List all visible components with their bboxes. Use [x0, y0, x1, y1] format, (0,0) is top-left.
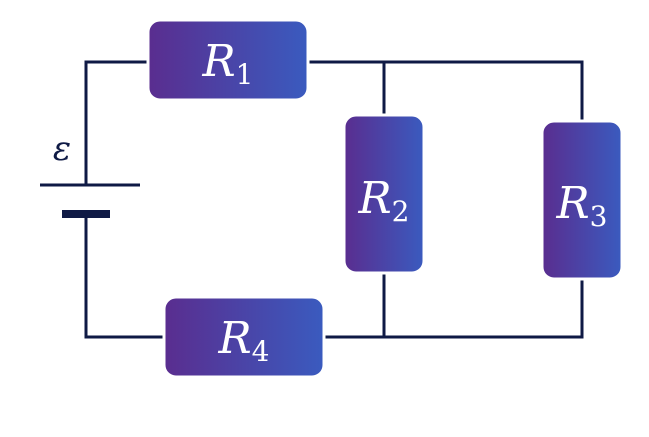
resistor-r3-body [540, 119, 624, 281]
wire-left-bottom [84, 212, 168, 339]
resistor-r4-body [162, 295, 326, 379]
wire-left-top [84, 60, 152, 187]
resistor-r3: R3 [540, 119, 624, 281]
resistor-r2: R2 [342, 113, 426, 275]
resistor-r1: R1 [146, 18, 310, 102]
resistor-r4-label: R4 [218, 313, 270, 368]
resistor-r3-label: R3 [556, 178, 608, 233]
wires [84, 60, 584, 339]
resistor-r1-label: R1 [202, 36, 254, 91]
battery: ε [40, 129, 140, 218]
resistor-r2-label: R2 [358, 173, 410, 228]
wire-top-right [306, 60, 584, 124]
resistor-r1-body [146, 18, 310, 102]
resistor-r2-body [342, 113, 426, 275]
resistor-r4: R4 [162, 295, 326, 379]
emf-label: ε [53, 129, 71, 169]
